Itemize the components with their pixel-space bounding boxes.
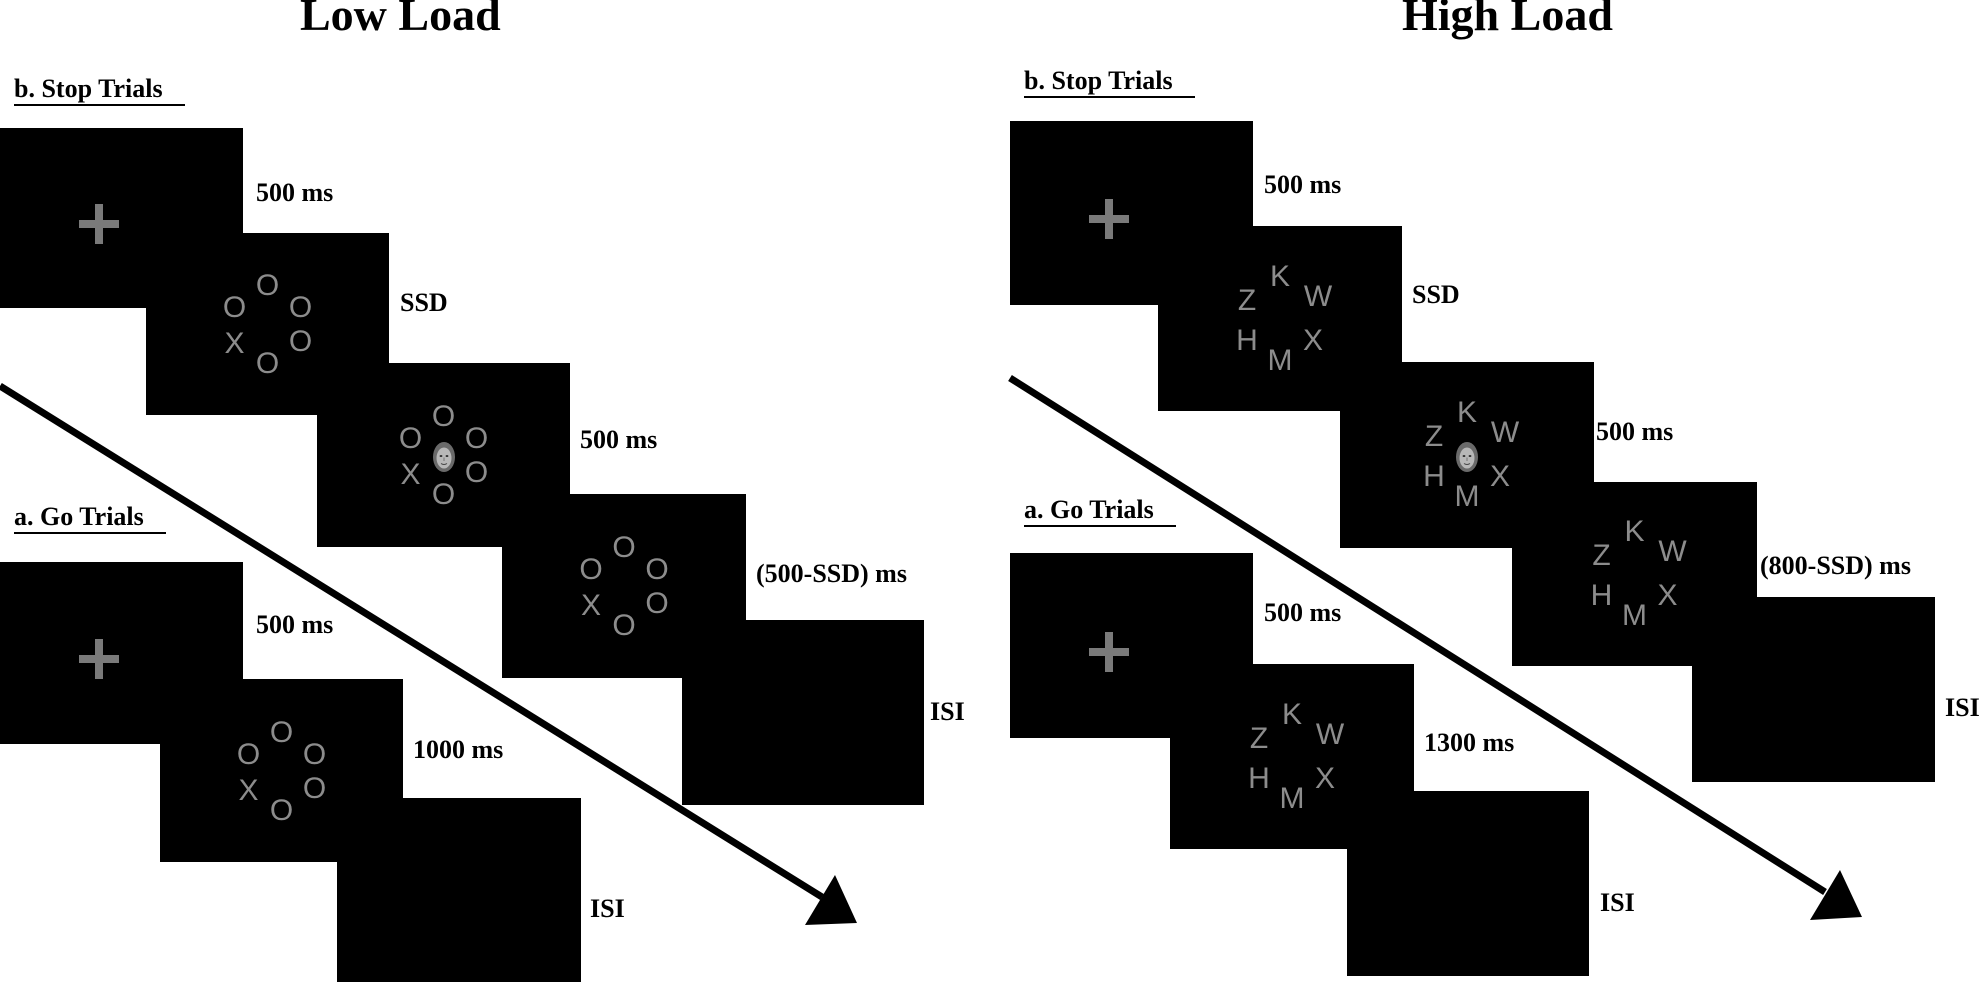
memory-letter-6: Z bbox=[1592, 539, 1611, 572]
memory-letter-5: O bbox=[645, 587, 669, 620]
memory-letter-1: K bbox=[1624, 515, 1645, 548]
memory-letter-3: X bbox=[1489, 460, 1510, 493]
high-stop-ssd-duration: SSD bbox=[1412, 280, 1460, 309]
memory-letter-1: K bbox=[1456, 396, 1477, 429]
memory-letter-3: O bbox=[302, 737, 327, 771]
memory-letter-4: X bbox=[238, 773, 259, 807]
low-stop-remaining-duration: (500-SSD) ms bbox=[756, 559, 907, 588]
memory-letter-1: O bbox=[255, 269, 280, 302]
memory-letter-6: O bbox=[255, 347, 280, 380]
high-stop-isi: ISI bbox=[1945, 693, 1980, 722]
memory-letter-3: X bbox=[1302, 323, 1323, 357]
low-stop-isi-screen bbox=[682, 620, 924, 805]
memory-letter-2: W bbox=[1658, 535, 1687, 568]
high-go-trials-label: a. Go Trials bbox=[1024, 497, 1176, 527]
low-stop-signal-duration: 500 ms bbox=[580, 425, 658, 454]
memory-letter-4: M bbox=[1622, 599, 1647, 632]
memory-letter-2: W bbox=[1303, 279, 1333, 313]
high-go-isi: ISI bbox=[1600, 888, 1635, 917]
fixation-cross-icon bbox=[78, 204, 119, 244]
memory-letter-5: H bbox=[1423, 460, 1445, 493]
face-image-icon bbox=[1456, 442, 1478, 472]
fixation-cross-icon bbox=[78, 639, 119, 679]
high-stop-fixation-duration: 500 ms bbox=[1264, 170, 1342, 199]
low-go-stimulus-duration: 1000 ms bbox=[413, 735, 504, 764]
low-go-isi: ISI bbox=[590, 894, 625, 923]
memory-letter-5: O bbox=[288, 325, 313, 358]
memory-letter-1: O bbox=[269, 715, 294, 749]
memory-letter-1: K bbox=[1269, 259, 1290, 293]
memory-letter-2: O bbox=[222, 291, 247, 324]
memory-letter-4: M bbox=[1267, 343, 1293, 377]
low-go-isi-screen bbox=[337, 798, 581, 982]
high-load-time-arrowhead-icon bbox=[1810, 870, 1862, 920]
memory-letter-6: Z bbox=[1424, 420, 1444, 453]
low-stop-ssd-duration: SSD bbox=[400, 288, 448, 317]
high-load-title: High Load bbox=[1402, 0, 1613, 40]
memory-letter-6: O bbox=[612, 609, 636, 642]
high-stop-isi-screen bbox=[1692, 597, 1935, 782]
memory-letter-6: Z bbox=[1249, 721, 1269, 755]
memory-letter-4: X bbox=[580, 589, 601, 622]
memory-letter-3: X bbox=[1657, 579, 1678, 612]
memory-letter-4: M bbox=[1454, 480, 1480, 513]
memory-letter-2: W bbox=[1315, 717, 1345, 751]
high-go-isi-screen bbox=[1347, 791, 1589, 976]
memory-letter-2: O bbox=[236, 737, 261, 771]
memory-letter-5: O bbox=[302, 771, 327, 805]
fixation-cross-icon bbox=[1088, 631, 1129, 672]
high-stop-trials-label: b. Stop Trials bbox=[1024, 68, 1195, 98]
low-stop-fixation-duration: 500 ms bbox=[256, 178, 334, 207]
memory-letter-5: H bbox=[1590, 579, 1613, 612]
memory-letter-6: Z bbox=[1237, 283, 1257, 317]
memory-letter-2: O bbox=[398, 422, 423, 455]
memory-letter-5: H bbox=[1248, 761, 1270, 795]
memory-letter-1: O bbox=[431, 400, 456, 433]
memory-letter-4: X bbox=[400, 458, 421, 491]
memory-letter-3: O bbox=[288, 291, 313, 324]
low-load-title: Low Load bbox=[300, 0, 501, 40]
fixation-cross-icon bbox=[1088, 199, 1129, 239]
memory-letter-4: X bbox=[224, 327, 245, 360]
low-load-time-arrowhead-icon bbox=[805, 875, 857, 925]
face-image-icon bbox=[432, 442, 455, 472]
memory-letter-6: O bbox=[431, 478, 456, 511]
high-stop-remaining-duration: (800-SSD) ms bbox=[1760, 551, 1911, 580]
memory-letter-4: M bbox=[1279, 781, 1305, 815]
low-go-trials-label: a. Go Trials bbox=[14, 504, 166, 534]
memory-letter-1: K bbox=[1281, 697, 1302, 731]
low-stop-isi: ISI bbox=[930, 697, 965, 726]
memory-letter-2: O bbox=[579, 553, 603, 586]
memory-letter-1: O bbox=[612, 531, 636, 564]
low-go-fixation-duration: 500 ms bbox=[256, 610, 334, 639]
high-go-fixation-duration: 500 ms bbox=[1264, 598, 1342, 627]
memory-letter-3: X bbox=[1314, 761, 1335, 795]
memory-letter-6: O bbox=[269, 793, 294, 827]
memory-letter-5: O bbox=[464, 456, 489, 489]
high-go-stimulus-duration: 1300 ms bbox=[1424, 728, 1515, 757]
low-stop-trials-label: b. Stop Trials bbox=[14, 76, 185, 106]
memory-letter-2: W bbox=[1490, 416, 1520, 449]
memory-letter-3: O bbox=[464, 422, 489, 455]
high-stop-signal-duration: 500 ms bbox=[1596, 417, 1674, 446]
memory-letter-5: H bbox=[1236, 323, 1258, 357]
memory-letter-3: O bbox=[645, 553, 669, 586]
